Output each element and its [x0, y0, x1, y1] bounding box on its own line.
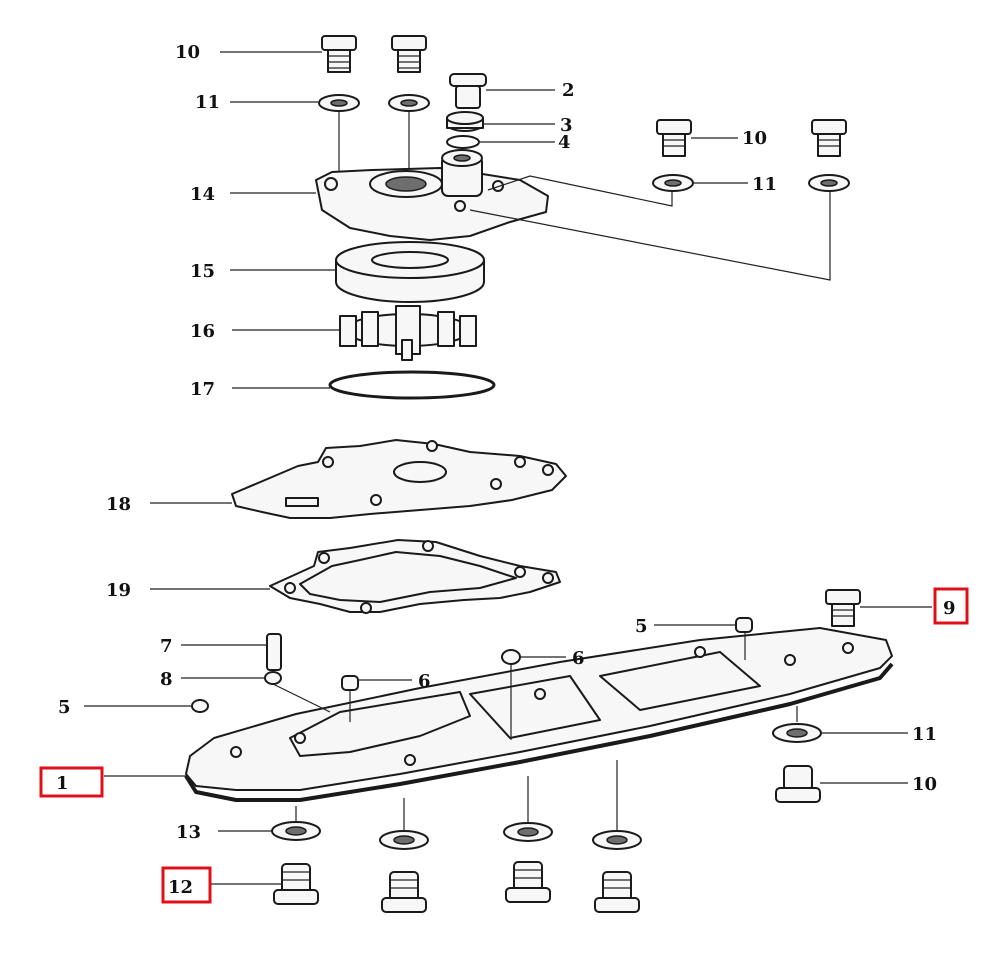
dowel-8	[264, 671, 282, 685]
washer-11-left-1	[318, 94, 360, 112]
bolt-10-left-1	[321, 35, 357, 73]
callout-4: 4	[558, 132, 571, 153]
bolt-10-right-1	[656, 119, 692, 157]
gasket-19	[269, 539, 561, 614]
o-ring-4	[446, 135, 480, 149]
callout-12: 12	[168, 877, 193, 898]
callout-2: 2	[562, 80, 575, 101]
dowel-6-center	[501, 649, 521, 665]
callout-7: 7	[160, 636, 173, 657]
washer-11-left-2	[388, 94, 430, 112]
washer-11-right-1	[652, 174, 694, 192]
callout-6-left: 6	[418, 671, 431, 692]
callout-5-left: 5	[58, 697, 71, 718]
callout-14: 14	[190, 184, 215, 205]
callout-leaders	[84, 51, 932, 885]
washer-11-lower	[772, 723, 822, 743]
callout-6-center: 6	[572, 648, 585, 669]
bolt-12-4	[594, 871, 640, 913]
callout-19: 19	[106, 580, 131, 601]
callout-17: 17	[190, 379, 215, 400]
bolt-10-lower	[775, 765, 821, 803]
washer-11-right-2	[808, 174, 850, 192]
o-ring-17	[328, 370, 496, 400]
callout-10-lower: 10	[912, 774, 937, 795]
dowel-6-left	[341, 675, 359, 691]
bolt-12-2	[381, 871, 427, 913]
callout-10-top-left: 10	[175, 42, 200, 63]
bolt-10-right-2	[811, 119, 847, 157]
callout-18: 18	[106, 494, 131, 515]
callout-11-top-right: 11	[752, 174, 777, 195]
callout-labels: 10 11 2 3 4 10 11 14 15 16 17 18 19 9 7 …	[56, 42, 956, 898]
pump-housing-14	[315, 149, 549, 241]
bolt-9	[825, 589, 861, 627]
washer-13-2	[379, 830, 429, 850]
washer-13-1	[271, 821, 321, 841]
impeller-16	[339, 305, 477, 361]
base-plate-1	[184, 627, 894, 802]
callout-11-top-left: 11	[195, 92, 220, 113]
callout-3: 3	[560, 115, 573, 136]
dowel-5-left	[191, 699, 209, 713]
callout-15: 15	[190, 261, 215, 282]
callout-9: 9	[943, 598, 956, 619]
dowel-5-right	[735, 617, 753, 633]
pin-7	[266, 633, 282, 671]
bolt-10-left-2	[391, 35, 427, 73]
washer-13-4	[592, 830, 642, 850]
callout-8: 8	[160, 669, 173, 690]
washer-13-3	[503, 822, 553, 842]
callout-16: 16	[190, 321, 215, 342]
ring-3	[446, 111, 484, 132]
callout-10-top-right: 10	[742, 128, 767, 149]
bolt-12-1	[273, 863, 319, 905]
highlight-box-12	[161, 866, 212, 904]
liner-15	[335, 241, 485, 303]
callout-13: 13	[176, 822, 201, 843]
plate-18	[231, 439, 567, 519]
callout-11-lower: 11	[912, 724, 937, 745]
callout-1: 1	[56, 773, 69, 794]
highlight-box-9	[933, 587, 969, 625]
callout-5-right: 5	[635, 616, 648, 637]
bolt-12-3	[505, 861, 551, 903]
highlight-box-1	[39, 766, 104, 798]
sleeve-2	[449, 73, 487, 109]
